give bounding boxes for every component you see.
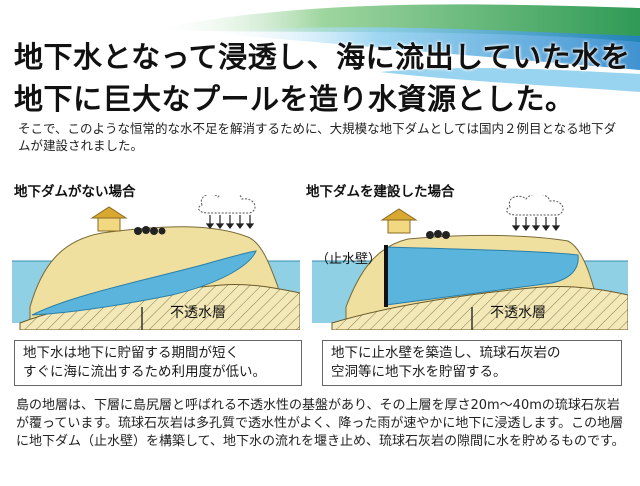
impermeable-layer <box>331 285 628 330</box>
trees-icon <box>134 226 166 235</box>
diagram-with-dam <box>312 195 628 330</box>
intro-text: そこで、このような恒常的な水不足を解消するために、大規模な地下ダムとしては国内２… <box>18 121 617 153</box>
callout-no-dam: 地下水は地下に貯留する期間が短く すぐに海に流出するため利用度が低い。 <box>14 340 302 386</box>
groundwater <box>31 250 257 316</box>
callout-with-dam-line-2: 空洞等に地下水を貯留する。 <box>331 364 507 380</box>
panel-title-no-dam: 地下ダムがない場合 <box>14 184 136 200</box>
headline-line-1: 地下水となって浸透し、海に流出していた水を <box>14 40 631 74</box>
cloud-icon <box>198 195 256 214</box>
callout-no-dam-line-1: 地下水は地下に貯留する期間が短く <box>23 345 239 361</box>
callout-with-dam: 地下に止水壁を築造し、琉球石灰岩の 空洞等に地下水を貯留する。 <box>322 340 622 386</box>
panel-title-with-dam: 地下ダムを建設した場合 <box>306 184 455 200</box>
header-wave-decoration <box>150 4 640 92</box>
house-icon <box>90 206 128 232</box>
bottom-description: 島の地層は、下層に島尻層と呼ばれる不透水性の基盤があり、その上層を厚さ20m～4… <box>16 398 625 449</box>
impermeable-label-right: 不透水層 <box>490 305 546 321</box>
diagram-no-dam <box>12 195 300 330</box>
rain-arrows <box>511 217 561 231</box>
callout-no-dam-line-2: すぐに海に流出するため利用度が低い。 <box>23 364 266 380</box>
groundwater-pool <box>385 246 579 306</box>
headline-line-2: 地下に巨大なプールを造り水資源とした。 <box>14 82 575 116</box>
rain-arrows <box>205 215 255 229</box>
cutoff-wall <box>384 245 388 307</box>
impermeable-label-left: 不透水層 <box>170 305 226 321</box>
house-icon <box>380 208 418 234</box>
cutoff-wall-label: （止水壁） <box>316 252 382 267</box>
trees-icon <box>426 230 450 239</box>
cloud-icon <box>506 195 564 216</box>
callout-with-dam-line-1: 地下に止水壁を築造し、琉球石灰岩の <box>331 345 561 361</box>
